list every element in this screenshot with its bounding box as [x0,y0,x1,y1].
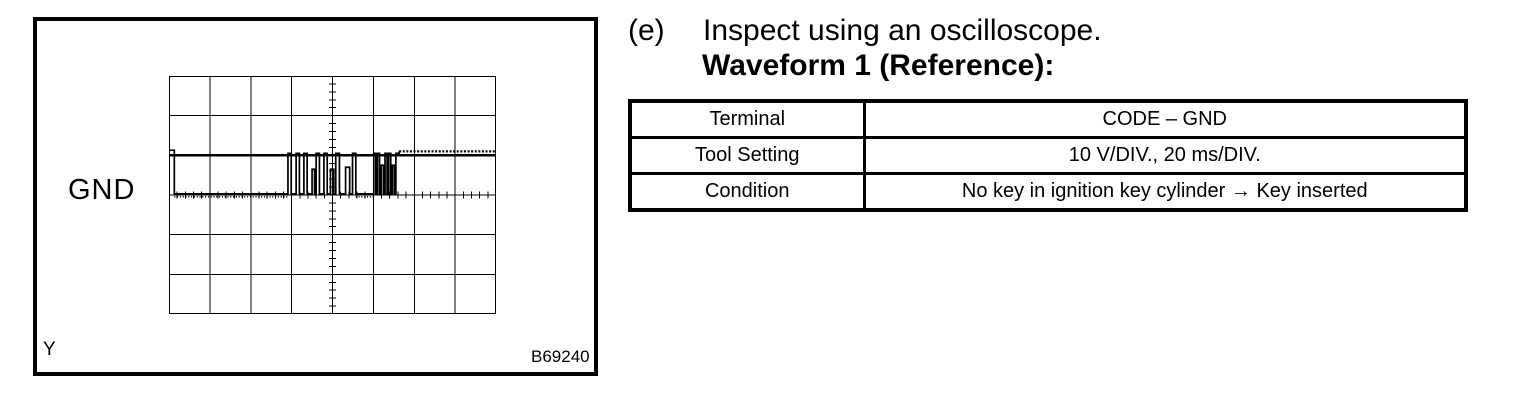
row-label-cell: Condition [628,172,866,212]
figure-code: B69240 [531,347,590,366]
step-text: Inspect using an oscilloscope. [703,14,1102,47]
figure-y-label: Y [43,339,56,360]
row-value-cell: No key in ignition key cylinder → Key in… [862,172,1468,212]
step-line: (e) Inspect using an oscilloscope. [628,14,1102,48]
row-value-cell: CODE – GND [862,99,1468,139]
step-label: (e) [628,14,665,47]
row-label-cell: Terminal [628,99,866,139]
row-label-cell: Tool Setting [628,136,866,175]
waveform-subtitle: Waveform 1 (Reference): [702,49,1055,82]
oscilloscope-grid [169,76,496,314]
row-value-cell: 10 V/DIV., 20 ms/DIV. [862,136,1468,175]
gnd-label: GND [68,174,136,206]
oscilloscope-figure: GND Y B69240 [33,17,598,376]
waveform-trace [169,149,400,195]
